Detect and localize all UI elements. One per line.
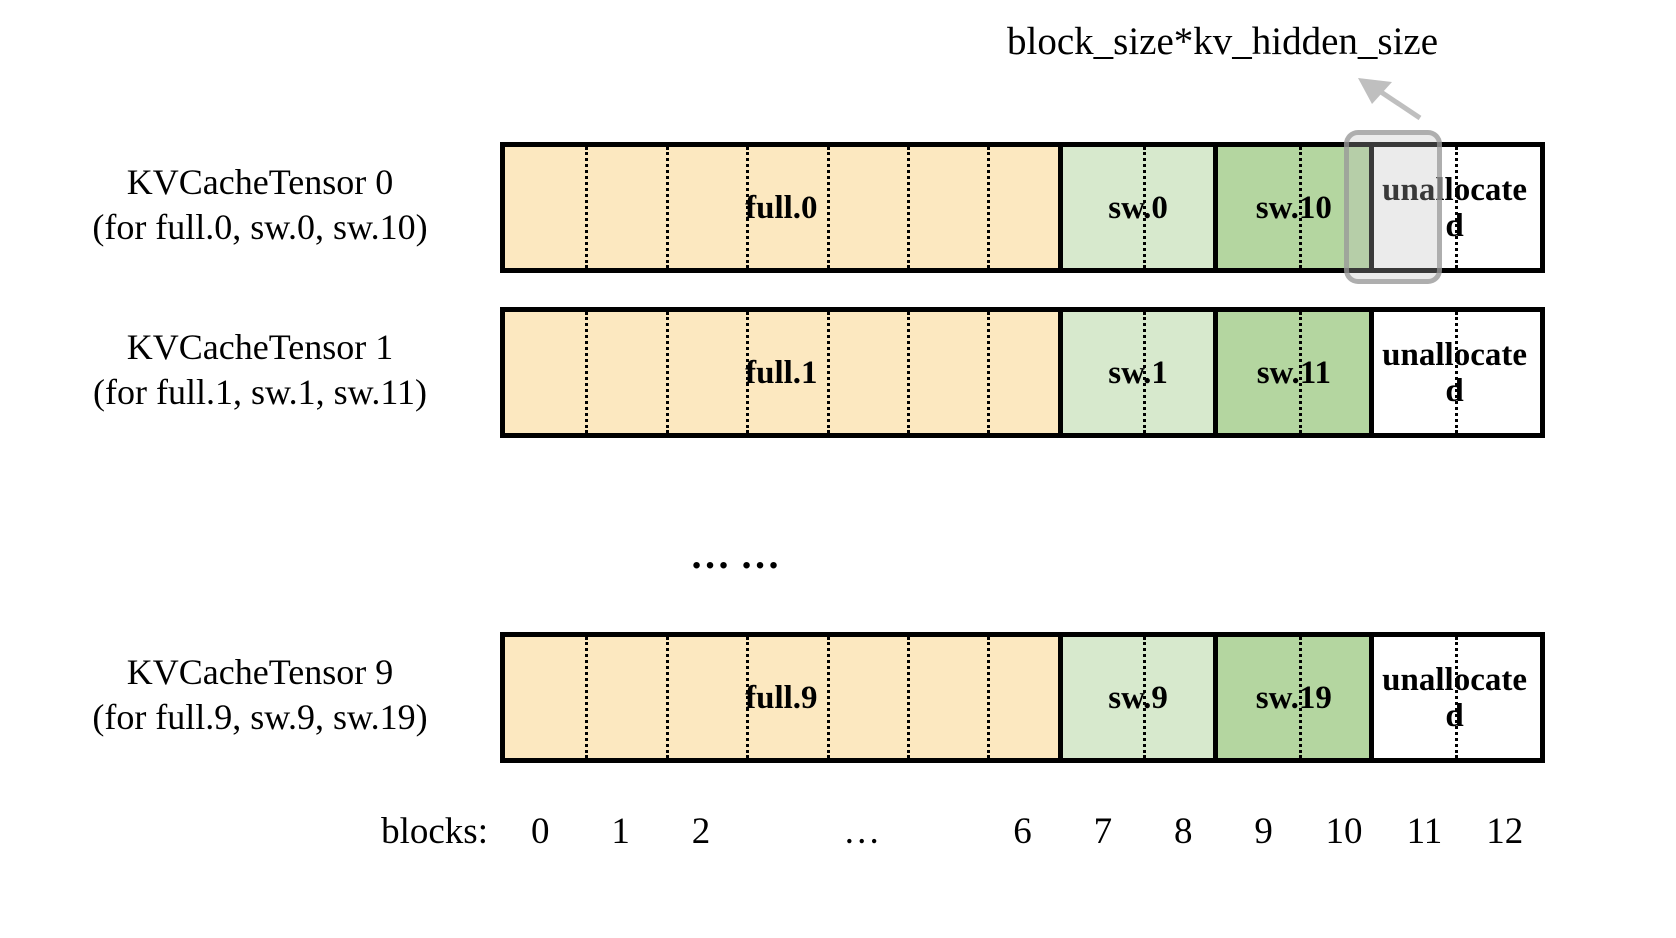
kvcache-tensor-bar-0: full.0 sw.0 sw.10 unallocated xyxy=(500,142,1545,273)
block-tick-7: 7 xyxy=(1093,811,1113,852)
segment-label: sw.9 xyxy=(1108,679,1168,716)
segment-label: unallocated xyxy=(1382,336,1527,409)
segment-label: unallocated xyxy=(1382,171,1527,244)
block-divider xyxy=(1454,637,1458,758)
segment-label: full.9 xyxy=(745,679,818,716)
tensor-row-label-title: KVCacheTensor 9 xyxy=(126,652,394,692)
block-divider xyxy=(1143,637,1147,758)
block-divider xyxy=(826,637,830,758)
tensor-row-label-subtitle: (for full.0, sw.0, sw.10) xyxy=(92,207,428,247)
block-tick-6: 6 xyxy=(1013,811,1032,852)
block-tick-2: 2 xyxy=(691,811,711,852)
tensor-row-label-title: KVCacheTensor 1 xyxy=(126,327,394,367)
segment-label: sw.1 xyxy=(1108,354,1168,391)
block-tick-ellipsis: … xyxy=(843,811,881,852)
block-divider xyxy=(746,312,750,433)
block-divider xyxy=(1143,312,1147,433)
block-divider xyxy=(665,312,669,433)
blocks-axis-caption: blocks: xyxy=(381,811,488,852)
block-tick-8: 8 xyxy=(1174,811,1193,852)
highlight-block-11-box xyxy=(1344,130,1442,284)
segment-label: sw.19 xyxy=(1255,679,1332,716)
block-divider xyxy=(1454,147,1458,268)
block-divider xyxy=(1298,637,1302,758)
tensor-row-label-subtitle: (for full.9, sw.9, sw.19) xyxy=(92,697,428,737)
tensor-row-label-0: KVCacheTensor 0 (for full.0, sw.0, sw.10) xyxy=(30,160,490,250)
block-tick-9: 9 xyxy=(1254,811,1273,852)
tensor-row-label-title: KVCacheTensor 0 xyxy=(126,162,394,202)
segment-sw-1: sw.1 xyxy=(1062,312,1219,433)
segment-full-0: full.0 xyxy=(505,147,1063,268)
block-tick-11: 11 xyxy=(1406,811,1443,852)
block-tick-12: 12 xyxy=(1486,811,1524,852)
segment-sw-0: sw.0 xyxy=(1062,147,1219,268)
block-divider xyxy=(906,312,910,433)
block-divider xyxy=(987,637,991,758)
tensor-row-label-2: KVCacheTensor 9 (for full.9, sw.9, sw.19) xyxy=(30,650,490,740)
block-divider xyxy=(826,147,830,268)
tensor-row-label-subtitle: (for full.1, sw.1, sw.11) xyxy=(93,372,427,412)
segment-label: sw.10 xyxy=(1255,189,1332,226)
block-divider xyxy=(665,637,669,758)
block-divider xyxy=(906,147,910,268)
tensor-row-label-1: KVCacheTensor 1 (for full.1, sw.1, sw.11) xyxy=(30,325,490,415)
block-divider xyxy=(826,312,830,433)
kvcache-tensor-bar-1: full.1 sw.1 sw.11 unallocated xyxy=(500,307,1545,438)
segment-sw-19: sw.19 xyxy=(1218,637,1375,758)
block-divider xyxy=(746,637,750,758)
segment-unallocated: unallocated xyxy=(1374,312,1535,433)
block-tick-1: 1 xyxy=(611,811,630,852)
block-divider xyxy=(746,147,750,268)
segment-sw-11: sw.11 xyxy=(1218,312,1375,433)
segment-label: full.1 xyxy=(745,354,818,391)
segment-label: unallocated xyxy=(1382,661,1527,734)
segment-sw-9: sw.9 xyxy=(1062,637,1219,758)
block-divider xyxy=(1298,312,1302,433)
block-tick-10: 10 xyxy=(1325,811,1363,852)
block-divider xyxy=(585,637,589,758)
block-divider xyxy=(585,312,589,433)
annotation-label-block-size: block_size*kv_hidden_size xyxy=(1007,20,1439,63)
block-divider xyxy=(585,147,589,268)
block-tick-0: 0 xyxy=(530,811,550,852)
segment-unallocated: unallocated xyxy=(1374,637,1535,758)
block-divider xyxy=(1454,312,1458,433)
segment-full-9: full.9 xyxy=(505,637,1063,758)
kvcache-tensor-bar-2: full.9 sw.9 sw.19 unallocated xyxy=(500,632,1545,763)
block-divider xyxy=(665,147,669,268)
block-divider xyxy=(987,312,991,433)
segment-full-1: full.1 xyxy=(505,312,1063,433)
block-divider xyxy=(1298,147,1302,268)
block-divider xyxy=(906,637,910,758)
segment-label: full.0 xyxy=(745,189,818,226)
block-divider xyxy=(987,147,991,268)
segment-label: sw.0 xyxy=(1108,189,1168,226)
segment-unallocated: unallocated xyxy=(1374,147,1535,268)
segment-label: sw.11 xyxy=(1256,354,1331,391)
rows-ellipsis: …… xyxy=(690,532,790,577)
block-divider xyxy=(1143,147,1147,268)
